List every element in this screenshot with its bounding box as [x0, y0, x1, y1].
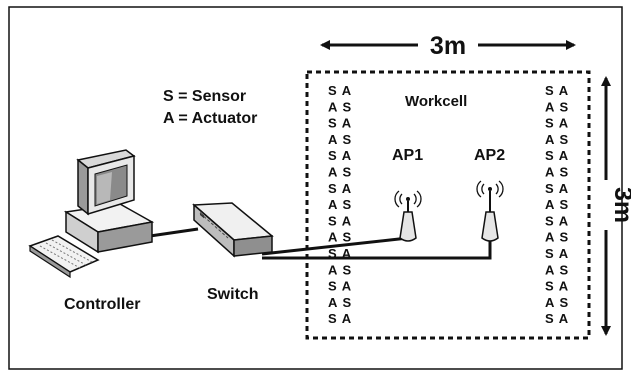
- ap2-label: AP2: [474, 147, 505, 164]
- ap2-wireless-access-point-icon: [476, 180, 504, 242]
- sa-right-item: A S: [545, 230, 569, 245]
- sa-left-item: S A: [328, 181, 352, 196]
- sa-left-item: S A: [328, 148, 352, 163]
- sa-left-item: A S: [328, 197, 352, 212]
- cable-switch-ap2: [262, 240, 492, 260]
- sa-left-item: S A: [328, 311, 352, 326]
- width-label: 3m: [430, 32, 466, 60]
- sa-right-item: A S: [545, 295, 569, 310]
- sa-left-item: A S: [328, 230, 352, 245]
- sa-right-item: S A: [545, 181, 569, 196]
- sa-left-item: A S: [328, 132, 352, 147]
- workcell-label: Workcell: [405, 93, 467, 110]
- sa-right-item: S A: [545, 116, 569, 131]
- cable-controller-switch: [149, 227, 199, 238]
- workcell-boundary: [305, 70, 591, 340]
- network-switch-icon: [192, 202, 274, 258]
- sa-right-item: S A: [545, 246, 569, 261]
- sa-left-item: S A: [328, 83, 352, 98]
- ap1-wireless-access-point-icon: [394, 190, 422, 242]
- sa-right-item: A S: [545, 132, 569, 147]
- sa-right-item: S A: [545, 148, 569, 163]
- sa-right-item: A S: [545, 99, 569, 114]
- sa-right-item: A S: [545, 262, 569, 277]
- sa-right-item: A S: [545, 165, 569, 180]
- desktop-computer-icon: [28, 149, 155, 279]
- sa-left-item: A S: [328, 99, 352, 114]
- ap1-label: AP1: [392, 147, 423, 164]
- sa-left-item: A S: [328, 165, 352, 180]
- sa-right-item: S A: [545, 311, 569, 326]
- controller-label: Controller: [64, 296, 140, 313]
- sa-left-item: S A: [328, 213, 352, 228]
- switch-label: Switch: [207, 286, 259, 303]
- outer-frame: [8, 6, 623, 370]
- sa-right-item: S A: [545, 279, 569, 294]
- sa-left-item: A S: [328, 262, 352, 277]
- cable-switch-ap1: [261, 236, 409, 256]
- sensor-actuator-column-right: S AA SS AA SS AA SS AA SS AA SS AA SS AA…: [545, 83, 569, 326]
- width-dimension: 3m: [320, 32, 576, 60]
- sa-left-item: S A: [328, 116, 352, 131]
- sa-left-item: A S: [328, 295, 352, 310]
- sa-right-item: S A: [545, 83, 569, 98]
- height-dimension: 3m: [601, 76, 631, 336]
- legend-actuator: A = Actuator: [163, 110, 257, 127]
- sensor-actuator-column-left: S AA SS AA SS AA SS AA SS AA SS AA SS AA…: [328, 83, 352, 326]
- legend-sensor: S = Sensor: [163, 88, 246, 105]
- sa-right-item: A S: [545, 197, 569, 212]
- height-label: 3m: [609, 187, 631, 223]
- sa-left-item: S A: [328, 279, 352, 294]
- sa-right-item: S A: [545, 213, 569, 228]
- cables: [149, 227, 492, 260]
